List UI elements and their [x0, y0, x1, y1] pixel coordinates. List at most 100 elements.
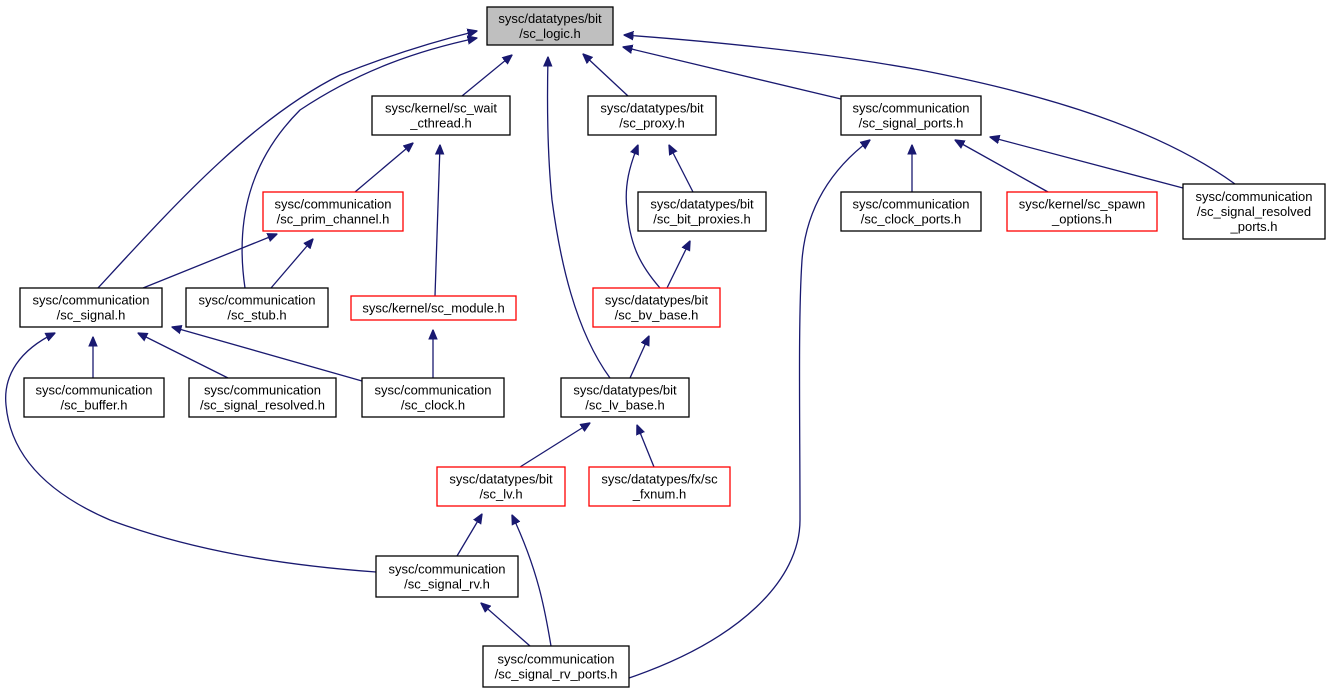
node-sc_signal_rv_ports[interactable]: sysc/communication/sc_signal_rv_ports.h	[482, 645, 630, 688]
node-box	[592, 287, 721, 328]
node-label-line: /sc_stub.h	[227, 308, 286, 323]
node-label-line: sysc/kernel/sc_wait	[385, 101, 497, 116]
node-sc_signal[interactable]: sysc/communication/sc_signal.h	[19, 287, 163, 328]
node-box	[361, 377, 505, 418]
edge-sc_signal_rv_ports-to-sc_signal_rv	[481, 603, 531, 647]
node-box	[486, 6, 614, 46]
edge-sc_lv_base-to-sc_bv_base	[629, 336, 649, 379]
edge-sc_signal_resolved-to-sc_signal	[138, 333, 229, 379]
edge-sc_stub-to-sc_prim_channel	[270, 239, 313, 289]
edge-sc_bv_base-to-sc_bit_proxies	[666, 241, 690, 289]
node-box	[840, 191, 982, 232]
node-box	[482, 645, 630, 688]
node-label-line: /sc_signal_resolved.h	[200, 398, 325, 413]
node-box	[637, 191, 767, 232]
node-sc_fxnum[interactable]: sysc/datatypes/fx/sc_fxnum.h	[588, 466, 731, 507]
node-box	[1006, 191, 1158, 232]
node-label-line: /sc_clock.h	[401, 398, 465, 413]
node-label-line: sysc/datatypes/fx/sc	[601, 472, 718, 487]
node-box	[188, 377, 337, 418]
node-box	[371, 95, 511, 136]
node-label-line: /sc_signal_ports.h	[859, 116, 964, 131]
node-label-line: /sc_signal.h	[57, 308, 126, 323]
node-box	[19, 287, 163, 328]
edge-sc_signal_rv-to-sc_signal	[5, 333, 377, 573]
node-label-line: sysc/datatypes/bit	[605, 293, 709, 308]
node-label-line: /sc_prim_channel.h	[277, 212, 390, 227]
edge-sc_signal_rv-to-sc_lv	[456, 514, 482, 557]
node-label-line: /sc_lv_base.h	[585, 398, 665, 413]
edge-sc_signal_rv_ports-to-sc_signal_ports	[628, 140, 870, 679]
node-sc_clock_ports[interactable]: sysc/communication/sc_clock_ports.h	[840, 191, 982, 232]
node-label-line: sysc/communication	[388, 562, 505, 577]
edge-sc_signal-to-sc_prim_channel	[142, 234, 277, 289]
node-label-line: _cthread.h	[409, 116, 471, 131]
node-sc_buffer[interactable]: sysc/communication/sc_buffer.h	[23, 377, 165, 418]
edge-sc_fxnum-to-sc_lv_base	[637, 425, 655, 468]
node-sc_module[interactable]: sysc/kernel/sc_module.h	[350, 295, 517, 321]
node-sc_signal_resolved_ports[interactable]: sysc/communication/sc_signal_resolved_po…	[1182, 183, 1326, 240]
node-label-line: _ports.h	[1230, 219, 1278, 234]
node-box	[560, 377, 690, 418]
node-sc_wait_cthread[interactable]: sysc/kernel/sc_wait_cthread.h	[371, 95, 511, 136]
edge-sc_bit_proxies-to-sc_proxy	[669, 145, 694, 193]
node-label-line: /sc_signal_rv.h	[404, 577, 490, 592]
node-label-line: /sc_signal_rv_ports.h	[495, 667, 618, 682]
node-label-line: sysc/communication	[1195, 189, 1312, 204]
node-label-line: _fxnum.h	[632, 487, 686, 502]
nodes-layer: sysc/datatypes/bit/sc_logic.h sysc/kernel…	[19, 6, 1326, 688]
node-box	[588, 466, 731, 507]
node-box	[350, 295, 517, 321]
node-label-line: sysc/kernel/sc_spawn	[1019, 197, 1145, 212]
edge-sc_signal_rv_ports-to-sc_lv	[512, 515, 552, 647]
node-sc_logic[interactable]: sysc/datatypes/bit/sc_logic.h	[486, 6, 614, 46]
node-label-line: sysc/communication	[274, 197, 391, 212]
node-sc_bit_proxies[interactable]: sysc/datatypes/bit/sc_bit_proxies.h	[637, 191, 767, 232]
node-sc_stub[interactable]: sysc/communication/sc_stub.h	[185, 287, 329, 328]
node-label-line: sysc/communication	[32, 293, 149, 308]
node-label-line: sysc/communication	[204, 383, 321, 398]
edge-sc_proxy-to-sc_logic	[583, 54, 629, 97]
node-label-line: /sc_logic.h	[519, 26, 580, 41]
node-sc_signal_ports[interactable]: sysc/communication/sc_signal_ports.h	[840, 95, 982, 136]
node-sc_signal_resolved[interactable]: sysc/communication/sc_signal_resolved.h	[188, 377, 337, 418]
node-box	[262, 191, 404, 232]
node-label-line: /sc_bit_proxies.h	[653, 212, 751, 227]
edge-sc_clock-to-sc_signal	[172, 327, 363, 382]
node-label-line: /sc_buffer.h	[61, 398, 128, 413]
node-label-line: /sc_proxy.h	[619, 116, 685, 131]
node-sc_prim_channel[interactable]: sysc/communication/sc_prim_channel.h	[262, 191, 404, 232]
edge-sc_lv_base-to-sc_logic	[547, 57, 611, 379]
node-label-line: sysc/communication	[852, 197, 969, 212]
node-sc_clock[interactable]: sysc/communication/sc_clock.h	[361, 377, 505, 418]
node-box	[1182, 183, 1326, 240]
node-sc_bv_base[interactable]: sysc/datatypes/bit/sc_bv_base.h	[592, 287, 721, 328]
node-sc_signal_rv[interactable]: sysc/communication/sc_signal_rv.h	[375, 555, 519, 598]
edges-layer	[5, 31, 1236, 679]
edge-sc_bv_base-to-sc_proxy	[625, 145, 661, 289]
node-sc_lv_base[interactable]: sysc/datatypes/bit/sc_lv_base.h	[560, 377, 690, 418]
node-label-line: sysc/datatypes/bit	[498, 11, 602, 26]
node-sc_proxy[interactable]: sysc/datatypes/bit/sc_proxy.h	[587, 95, 717, 136]
node-box	[23, 377, 165, 418]
node-label-line: sysc/datatypes/bit	[600, 101, 704, 116]
node-box	[375, 555, 519, 598]
edge-sc_prim_channel-to-sc_wait_cthread	[354, 143, 413, 193]
edge-sc_signal-to-sc_logic	[97, 31, 477, 289]
node-box	[185, 287, 329, 328]
node-sc_spawn_options[interactable]: sysc/kernel/sc_spawn_options.h	[1006, 191, 1158, 232]
node-label-line: sysc/kernel/sc_module.h	[362, 301, 504, 316]
node-sc_lv[interactable]: sysc/datatypes/bit/sc_lv.h	[436, 466, 566, 507]
edge-sc_signal_resolved_ports-to-sc_signal_ports	[990, 137, 1184, 189]
node-label-line: sysc/communication	[198, 293, 315, 308]
node-label-line: sysc/communication	[852, 101, 969, 116]
edge-sc_stub-to-sc_logic	[241, 38, 477, 289]
edge-sc_lv-to-sc_lv_base	[519, 423, 590, 468]
node-label-line: sysc/communication	[497, 652, 614, 667]
node-label-line: /sc_lv.h	[479, 487, 522, 502]
node-label-line: /sc_bv_base.h	[615, 308, 699, 323]
node-box	[840, 95, 982, 136]
node-label-line: sysc/communication	[35, 383, 152, 398]
edge-sc_spawn_options-to-sc_signal_ports	[955, 140, 1049, 193]
node-box	[436, 466, 566, 507]
